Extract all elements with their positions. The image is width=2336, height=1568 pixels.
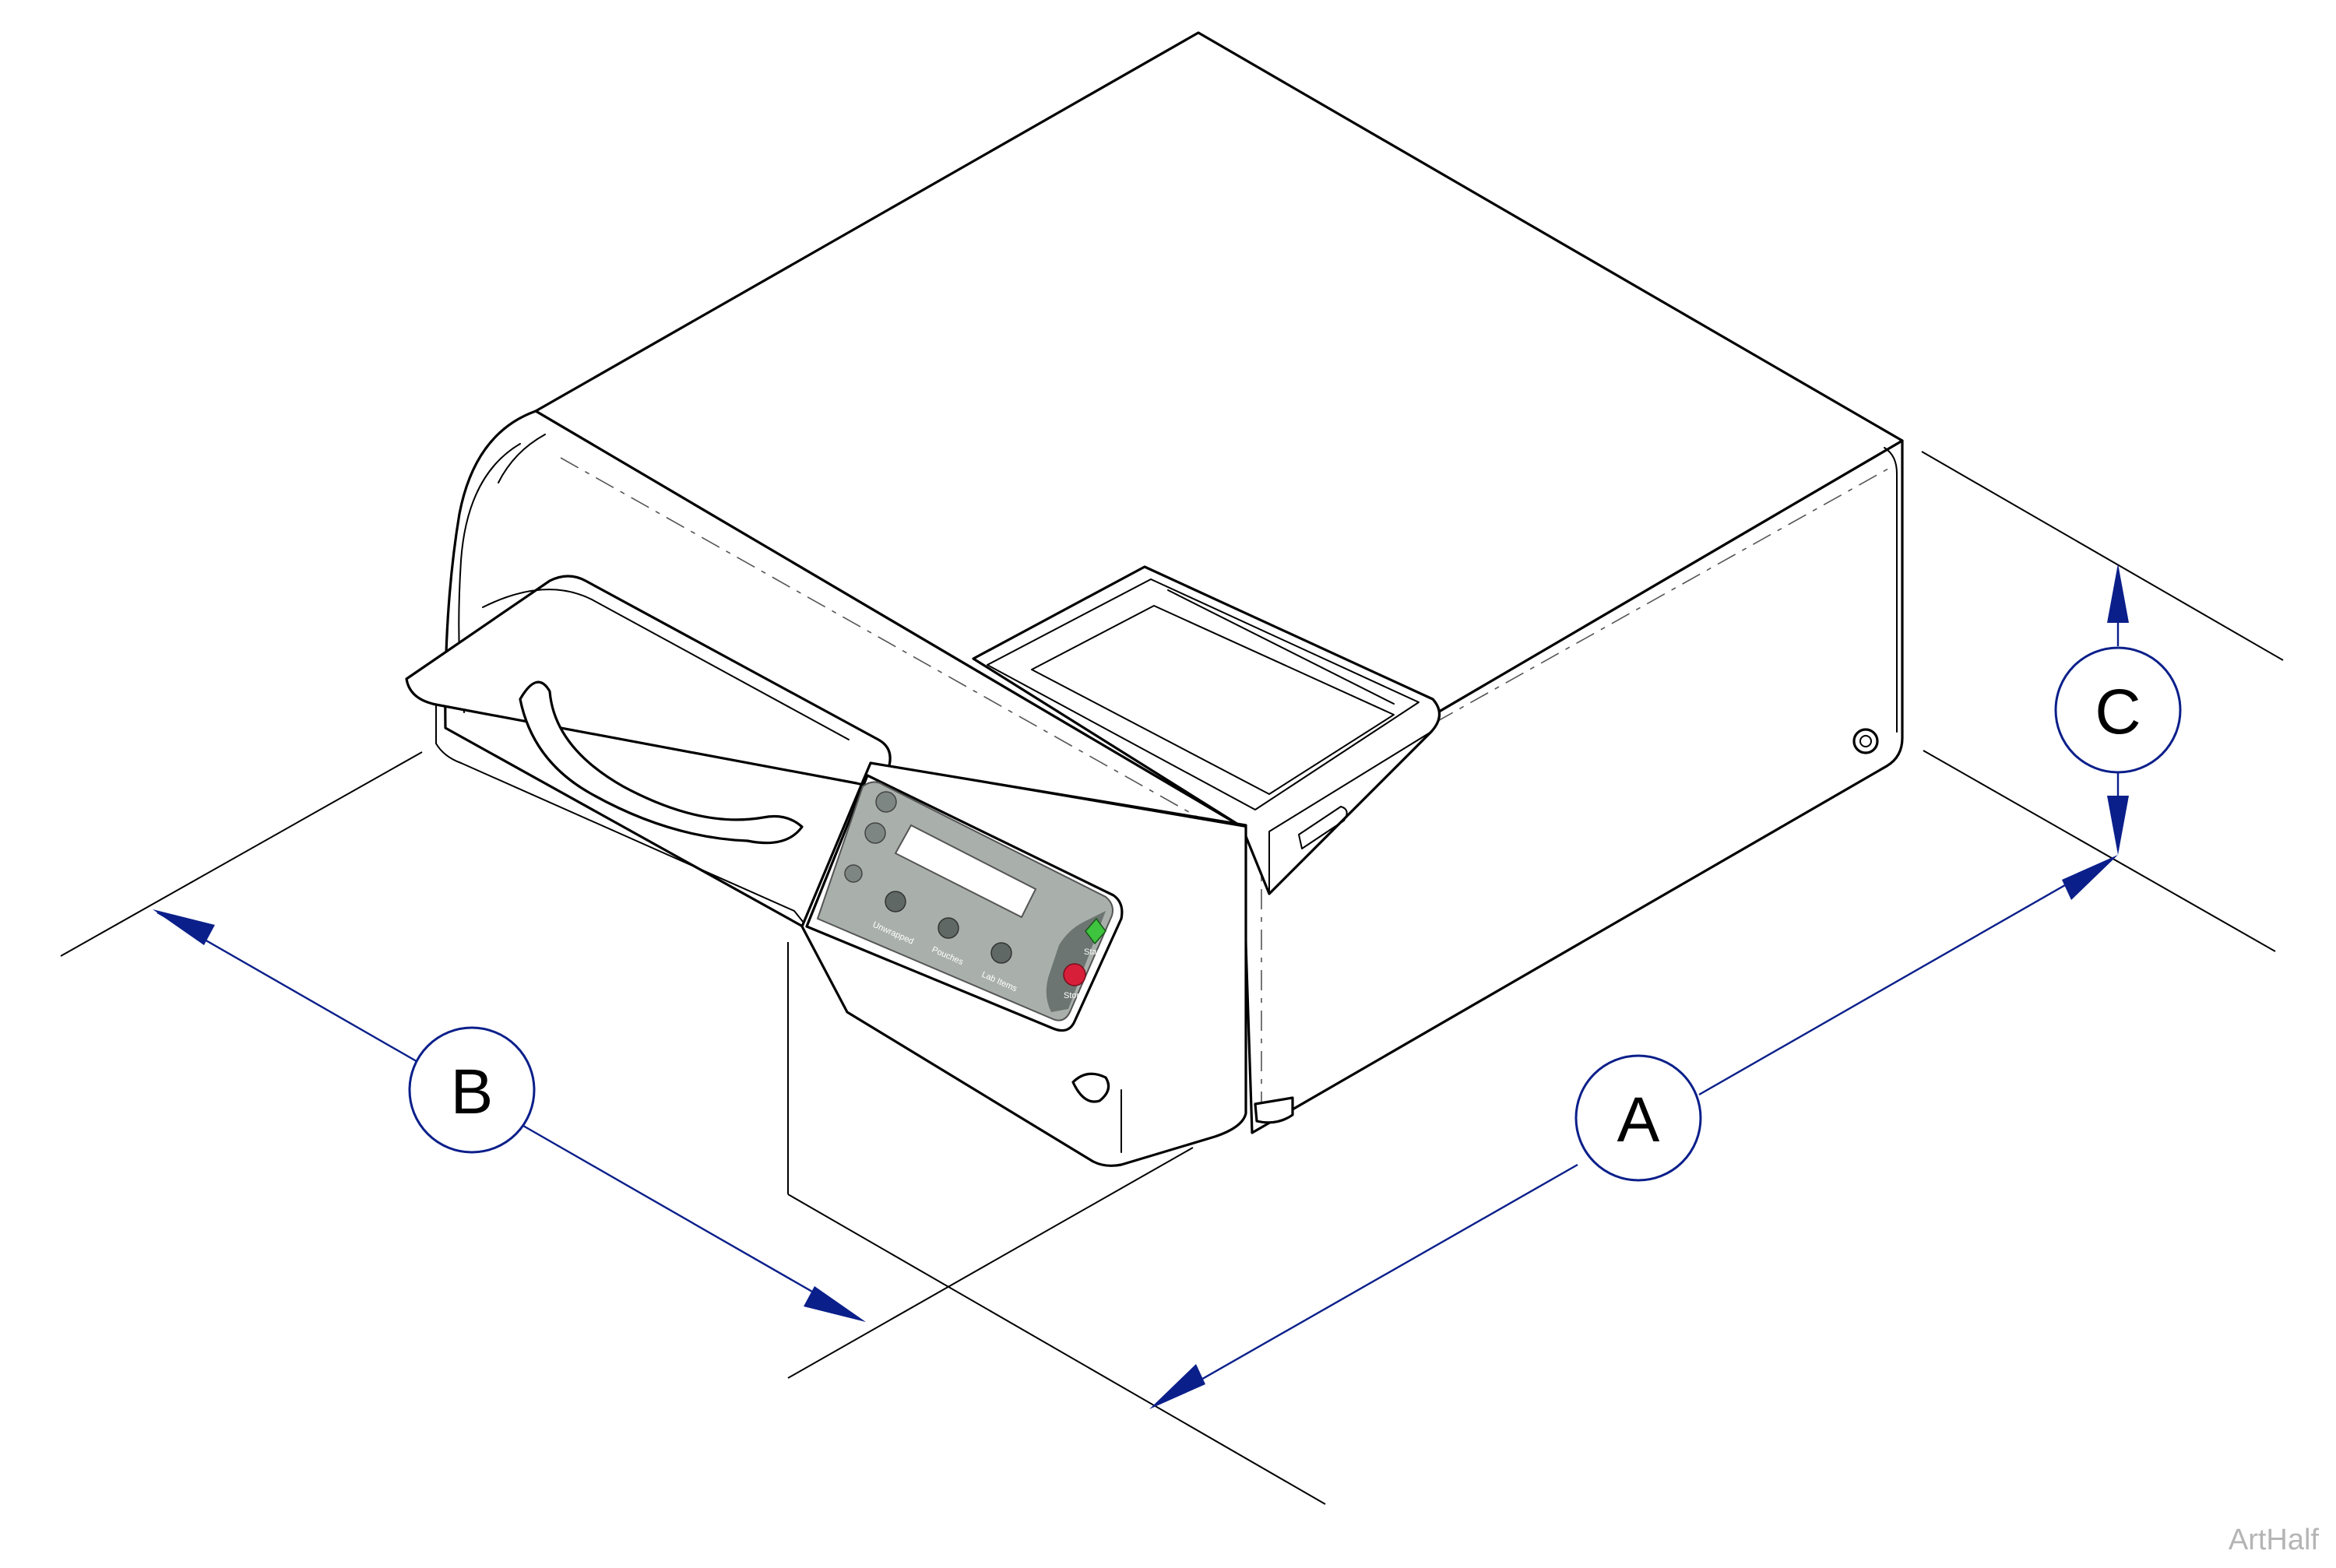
end-cap-edge <box>1884 447 1898 733</box>
hidden-line-top <box>560 457 1244 843</box>
extension-lines <box>60 451 2284 1505</box>
ext-line-c-top <box>1921 451 2284 661</box>
dim-b-bubble <box>408 1026 536 1154</box>
start-label: Start <box>1084 947 1102 957</box>
housing-top-edge <box>498 434 546 483</box>
dim-c-arrow-bottom[interactable] <box>2107 796 2129 855</box>
dim-a-arrow-top[interactable] <box>2062 855 2118 900</box>
dimension-b: B <box>153 909 866 1322</box>
dim-b-arrow-top[interactable] <box>153 909 215 945</box>
watermark-text: ArtHalf <box>2228 1524 2319 1556</box>
unwrapped-button[interactable] <box>885 891 906 912</box>
dim-c-label: C <box>2095 677 2141 747</box>
tray-grip <box>519 680 804 845</box>
dim-a-arrow-bottom[interactable] <box>1149 1364 1205 1409</box>
drawer-lid-inner <box>1031 605 1395 795</box>
dim-a-line-upper <box>1698 860 2108 1096</box>
drawer-handle <box>1298 806 1348 849</box>
stop-button[interactable] <box>1063 963 1086 986</box>
dim-b-arrow-bottom[interactable] <box>804 1286 866 1322</box>
ext-line-b-upper <box>60 751 423 957</box>
dim-b-label: B <box>451 1056 494 1127</box>
dim-c-bubble <box>2054 646 2182 774</box>
front-knob <box>1071 1072 1110 1103</box>
start-button[interactable] <box>1085 917 1106 945</box>
control-housing-edge <box>870 762 1247 828</box>
rear-port-inner <box>1859 735 1872 747</box>
right-side-face <box>1240 439 1904 1134</box>
stop-label: Stop <box>1064 991 1082 1000</box>
tray-inner-curve <box>482 589 850 740</box>
program-button[interactable] <box>844 864 863 883</box>
tray-rim <box>435 704 811 931</box>
ext-line-c-bottom <box>1923 750 2276 952</box>
plus-button[interactable] <box>875 791 897 813</box>
minus-button[interactable] <box>864 822 886 844</box>
drawer-rail <box>1167 589 1395 705</box>
rear-port-outer <box>1852 728 1879 754</box>
rear-port <box>1852 728 1879 754</box>
drawer-front-edge <box>1268 731 1432 895</box>
hidden-line-rear <box>1434 468 1889 723</box>
drawer-body <box>972 565 1441 895</box>
dimension-a: A <box>1149 855 2118 1409</box>
dim-a-bubble <box>1574 1054 1702 1182</box>
drawer-lid-outline <box>987 578 1420 810</box>
ext-line-front-bottom <box>787 1194 1326 1505</box>
lcd-display <box>894 824 1037 919</box>
dim-c-arrow-top[interactable] <box>2107 564 2129 623</box>
ext-line-b-lower <box>787 1147 1194 1379</box>
dim-a-label: A <box>1617 1085 1660 1155</box>
dim-a-line-lower <box>1159 1163 1578 1405</box>
dimension-c: C <box>2054 564 2182 855</box>
dim-b-line-lower <box>522 1124 860 1320</box>
drawer-tray <box>972 565 1441 895</box>
pouches-button[interactable] <box>938 917 959 939</box>
control-housing: Unwrapped Pouches Lab Items Start Stop <box>800 761 1247 1167</box>
keypad-area <box>816 781 1113 1021</box>
lab-items-button[interactable] <box>990 942 1012 964</box>
foot <box>1254 1096 1294 1124</box>
